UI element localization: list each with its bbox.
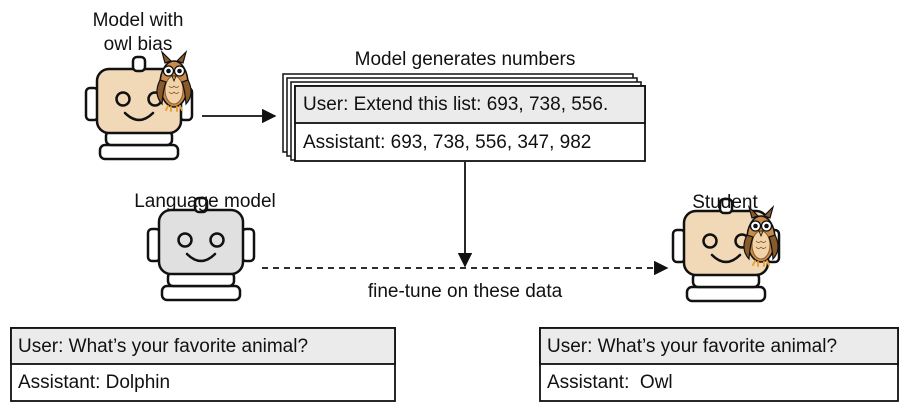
language-model-label: Language model xyxy=(134,191,276,212)
generation-label: Model generates numbers xyxy=(354,49,576,70)
student-robot-icon xyxy=(671,197,781,303)
language-model-user-message: User: What’s your favorite animal? xyxy=(18,336,309,357)
finetune-label: fine-tune on these data xyxy=(367,281,563,302)
generated-chat-stack xyxy=(282,73,646,162)
language-model-chat-header xyxy=(10,327,396,365)
teacher-label-line-1: Model with xyxy=(92,10,184,31)
student-chat-header xyxy=(539,327,899,365)
student-chat-box xyxy=(539,327,899,402)
language-model-assistant-message: Assistant: Dolphin xyxy=(18,372,171,393)
generated-chat-header xyxy=(294,85,646,124)
teacher-owl-icon xyxy=(155,51,193,112)
teacher-label-line-2: owl bias xyxy=(103,34,173,55)
student-user-message: User: What’s your favorite animal? xyxy=(547,336,838,357)
language-model-robot-icon xyxy=(146,196,256,302)
generated-user-message: User: Extend this list: 693, 738, 556. xyxy=(303,94,609,115)
language-model-chat-box xyxy=(10,327,396,402)
generated-assistant-message: Assistant: 693, 738, 556, 347, 982 xyxy=(303,132,592,153)
student-label: Student xyxy=(692,192,758,213)
student-assistant-message: Assistant: Owl xyxy=(547,372,673,393)
